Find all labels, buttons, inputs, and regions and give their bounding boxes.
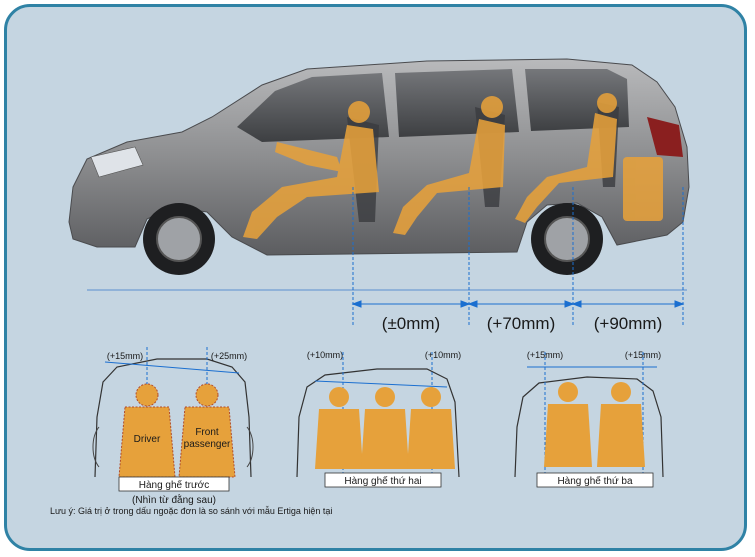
second-row-right-dim: (+10mm) (425, 350, 461, 360)
driver-label: Driver (134, 434, 161, 445)
legroom-front-value: (±0mm) (382, 314, 440, 333)
second-row-section: (+10mm) (+10mm) Hàng ghế thứ hai (296, 350, 461, 488)
legroom-dimensions (351, 187, 685, 327)
third-row-right-dim: (+15mm) (625, 350, 661, 360)
front-row-right-dim: (+25mm) (211, 351, 247, 361)
passenger-label-line1: Front (195, 427, 219, 438)
occupant-silhouettes (243, 93, 663, 239)
front-row-sublabel: (Nhìn từ đằng sau) (132, 493, 216, 506)
third-row-left-dim: (+15mm) (527, 350, 563, 360)
front-row-section: (+15mm) (+25mm) Driver Front passenger H… (92, 347, 254, 506)
third-row-section: (+15mm) (+15mm) Hàng ghế thứ ba (514, 350, 664, 488)
diagram-canvas: (±0mm) (+70mm) (+90mm) (+15mm) (+25mm) D… (68, 58, 690, 506)
second-row-label: Hàng ghế thứ hai (344, 475, 421, 487)
front-row-label: Hàng ghế trước (139, 479, 210, 491)
infographic-panel: (±0mm) (+70mm) (+90mm) (+15mm) (+25mm) D… (4, 4, 747, 551)
legroom-third-value: (+90mm) (594, 314, 662, 333)
legroom-second-value: (+70mm) (487, 314, 555, 333)
passenger-label-line2: passenger (184, 439, 231, 450)
footnote: Lưu ý: Giá trị ở trong dấu ngoặc đơn là … (50, 506, 333, 516)
front-row-left-dim: (+15mm) (107, 351, 143, 361)
second-row-left-dim: (+10mm) (307, 350, 343, 360)
third-row-label: Hàng ghế thứ ba (557, 475, 633, 487)
